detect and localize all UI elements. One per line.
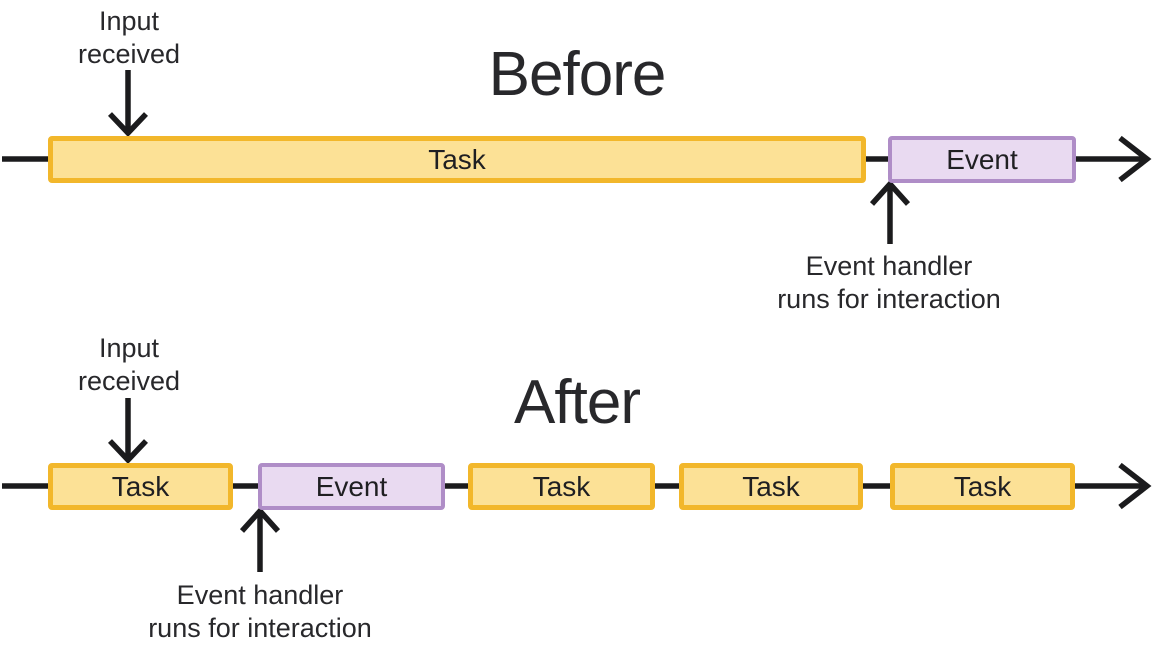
event-box-before: Event bbox=[888, 136, 1076, 183]
input-received-label-before: Input received bbox=[77, 6, 181, 69]
section-title-before: Before bbox=[488, 40, 667, 109]
task-box-after-4-label: Task bbox=[953, 470, 1012, 502]
event-handler-label-after: Event handler runs for interaction bbox=[148, 580, 372, 643]
input-arrow-before bbox=[108, 70, 148, 137]
task-box-after-1: Task bbox=[48, 463, 233, 510]
task-box-after-3: Task bbox=[679, 463, 863, 510]
task-box-before-label: Task bbox=[428, 143, 486, 175]
event-box-before-label: Event bbox=[946, 143, 1018, 175]
task-box-after-3-label: Task bbox=[742, 470, 800, 502]
event-handler-label-before: Event handler runs for interaction bbox=[777, 251, 1001, 314]
handler-arrow-after bbox=[239, 506, 281, 572]
timeline-arrowhead-before-icon bbox=[1118, 135, 1152, 183]
input-arrow-before-head-icon bbox=[108, 112, 148, 137]
task-box-after-4: Task bbox=[890, 463, 1075, 510]
task-box-after-2-label: Task bbox=[532, 470, 591, 502]
input-received-label-after: Input received bbox=[77, 333, 181, 396]
handler-arrow-before bbox=[869, 179, 911, 244]
handler-arrow-before-head-icon bbox=[869, 179, 911, 206]
input-arrow-after bbox=[108, 398, 148, 464]
event-box-after-label: Event bbox=[315, 470, 388, 502]
task-box-after-1-label: Task bbox=[111, 470, 170, 502]
event-box-after: Event bbox=[258, 463, 445, 510]
task-box-after-2: Task bbox=[468, 463, 655, 510]
section-title-after: After bbox=[514, 368, 641, 437]
handler-arrow-after-head-icon bbox=[239, 506, 281, 533]
timeline-arrowhead-after-icon bbox=[1118, 462, 1152, 510]
task-box-before: Task bbox=[48, 136, 866, 183]
input-arrow-after-head-icon bbox=[108, 439, 148, 464]
